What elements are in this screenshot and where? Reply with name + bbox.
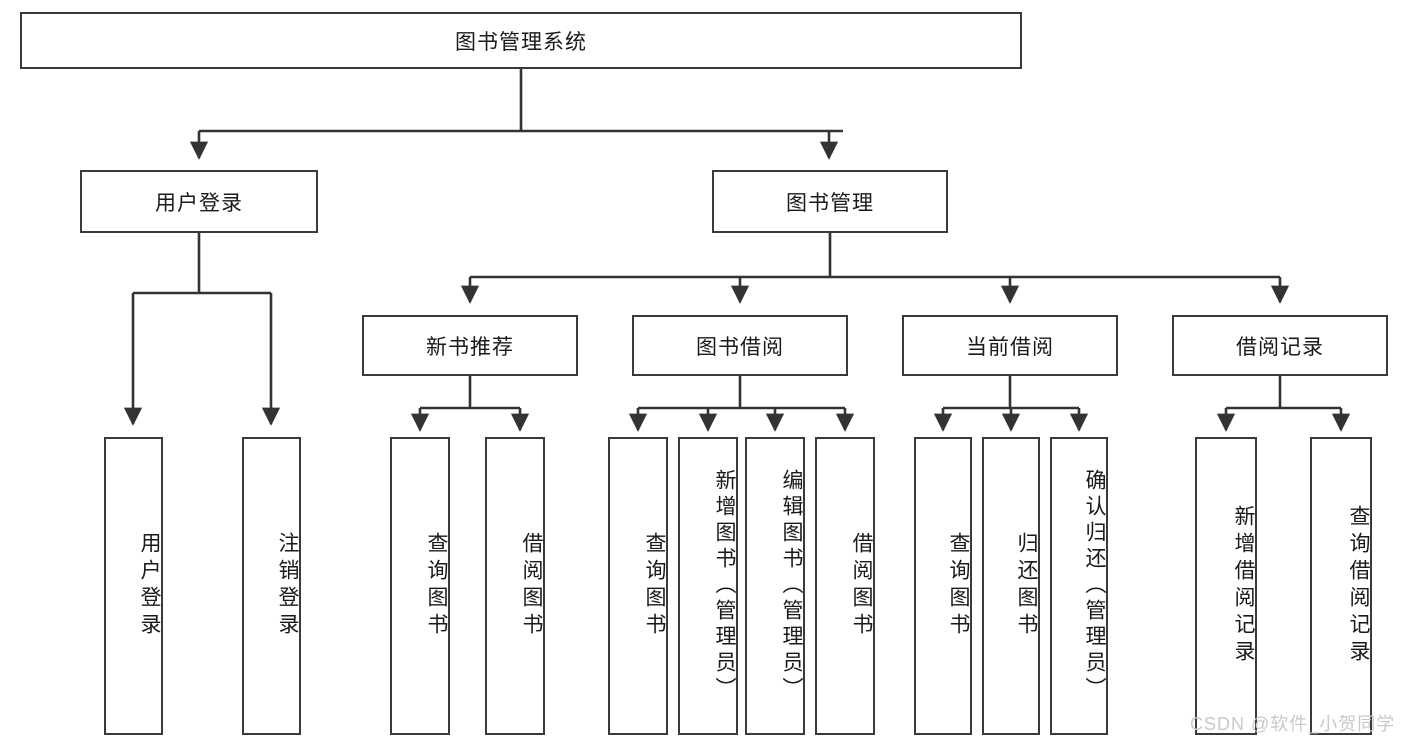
leaf-borrow-borrow-book[interactable]: 借阅图书 bbox=[815, 437, 875, 735]
node-label: 编辑图书（管理员） bbox=[780, 469, 803, 703]
node-label: 借阅记录 bbox=[1236, 335, 1324, 359]
leaf-record-query-borrow-record[interactable]: 查询借阅记录 bbox=[1310, 437, 1372, 735]
leaf-borrow-add-book-admin[interactable]: 新增图书（管理员） bbox=[678, 437, 738, 735]
node-label: 查询图书 bbox=[947, 532, 970, 640]
node-label: 当前借阅 bbox=[966, 335, 1054, 359]
leaf-user-logout[interactable]: 注销登录 bbox=[242, 437, 301, 735]
node-user-login[interactable]: 用户登录 bbox=[80, 170, 318, 233]
node-label: 查询图书 bbox=[425, 532, 448, 640]
watermark: CSDN @软件_小贺同学 bbox=[1190, 714, 1396, 734]
node-label: 归还图书 bbox=[1015, 532, 1038, 640]
node-label: 借阅图书 bbox=[850, 532, 873, 640]
node-book-management[interactable]: 图书管理 bbox=[712, 170, 948, 233]
leaf-current-confirm-return-admin[interactable]: 确认归还（管理员） bbox=[1050, 437, 1108, 735]
node-label: 借阅图书 bbox=[520, 532, 543, 640]
leaf-borrow-query-book[interactable]: 查询图书 bbox=[608, 437, 668, 735]
leaf-current-query-book[interactable]: 查询图书 bbox=[914, 437, 972, 735]
node-label: 新增借阅记录 bbox=[1232, 505, 1255, 667]
node-label: 用户登录 bbox=[155, 191, 243, 215]
node-current-borrow[interactable]: 当前借阅 bbox=[902, 315, 1118, 376]
node-label: 查询图书 bbox=[643, 532, 666, 640]
node-label: 图书管理 bbox=[786, 191, 874, 215]
node-label: 图书借阅 bbox=[696, 335, 784, 359]
node-label: 图书管理系统 bbox=[455, 30, 587, 54]
leaf-current-return-book[interactable]: 归还图书 bbox=[982, 437, 1040, 735]
leaf-record-add-borrow-record[interactable]: 新增借阅记录 bbox=[1195, 437, 1257, 735]
node-label: 注销登录 bbox=[276, 532, 299, 640]
node-new-book-recommend[interactable]: 新书推荐 bbox=[362, 315, 578, 376]
node-label: 新增图书（管理员） bbox=[713, 469, 736, 703]
leaf-recommend-query-book[interactable]: 查询图书 bbox=[390, 437, 450, 735]
leaf-recommend-borrow-book[interactable]: 借阅图书 bbox=[485, 437, 545, 735]
node-label: 新书推荐 bbox=[426, 335, 514, 359]
node-root-book-management-system[interactable]: 图书管理系统 bbox=[20, 12, 1022, 69]
leaf-user-login[interactable]: 用户登录 bbox=[104, 437, 163, 735]
node-label: 查询借阅记录 bbox=[1347, 505, 1370, 667]
node-borrow-record[interactable]: 借阅记录 bbox=[1172, 315, 1388, 376]
node-book-borrow[interactable]: 图书借阅 bbox=[632, 315, 848, 376]
leaf-borrow-edit-book-admin[interactable]: 编辑图书（管理员） bbox=[745, 437, 805, 735]
node-label: 用户登录 bbox=[138, 532, 161, 640]
node-label: 确认归还（管理员） bbox=[1083, 469, 1106, 703]
